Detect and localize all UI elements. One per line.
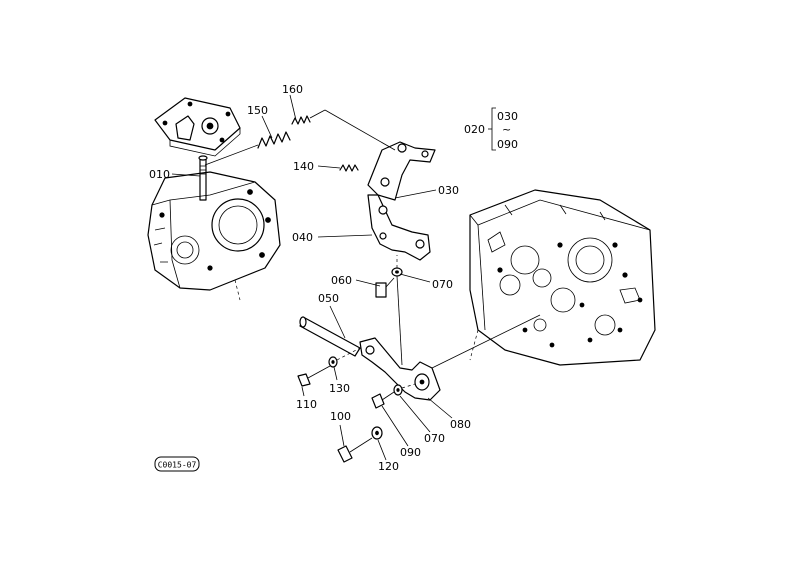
group-bracket: 020 030 090 ~: [464, 107, 518, 151]
bolt-090: [371, 391, 395, 409]
washer-070-upper: [391, 267, 403, 277]
stud-010: [198, 155, 208, 201]
callout-labels: 160 150 010 140 030 040 060 070 050 130 …: [149, 83, 471, 473]
callout-090: 090: [400, 446, 421, 459]
spring-140: [339, 164, 359, 172]
callout-030: 030: [438, 184, 459, 197]
lever-080: [359, 314, 541, 401]
callout-050: 050: [318, 292, 339, 305]
washer-120: [371, 426, 383, 440]
tilde-mark: ~: [502, 123, 511, 136]
spring-150: [204, 131, 291, 166]
governor-lever-030: [367, 141, 436, 201]
shaft-050: [299, 316, 361, 357]
callout-010: 010: [149, 168, 170, 181]
spring-160: [291, 109, 396, 151]
group-member-030: 030: [497, 110, 518, 123]
group-id: 020: [464, 123, 485, 136]
group-member-090: 090: [497, 138, 518, 151]
bolt-060: [375, 277, 395, 298]
callout-130: 130: [329, 382, 350, 395]
reference-code: C0015-07: [158, 461, 197, 470]
callout-040: 040: [292, 231, 313, 244]
engine-block: [469, 189, 656, 366]
callout-120: 120: [378, 460, 399, 473]
callout-080: 080: [450, 418, 471, 431]
bolt-110: [297, 365, 331, 387]
bolt-100: [337, 437, 373, 463]
washer-130: [328, 356, 338, 368]
reference-code-box: C0015-07: [154, 456, 200, 472]
callout-110: 110: [296, 398, 317, 411]
callout-160: 160: [282, 83, 303, 96]
callout-070-lower: 070: [424, 432, 445, 445]
callout-070-upper: 070: [432, 278, 453, 291]
washer-070-lower: [393, 384, 403, 396]
callout-060: 060: [331, 274, 352, 287]
callout-140: 140: [293, 160, 314, 173]
cover-plate: [154, 97, 241, 157]
callout-100: 100: [330, 410, 351, 423]
governor-lever-040: [367, 194, 431, 261]
callout-150: 150: [247, 104, 268, 117]
gear-case-housing: [147, 171, 281, 301]
leader-lines: [171, 94, 453, 461]
